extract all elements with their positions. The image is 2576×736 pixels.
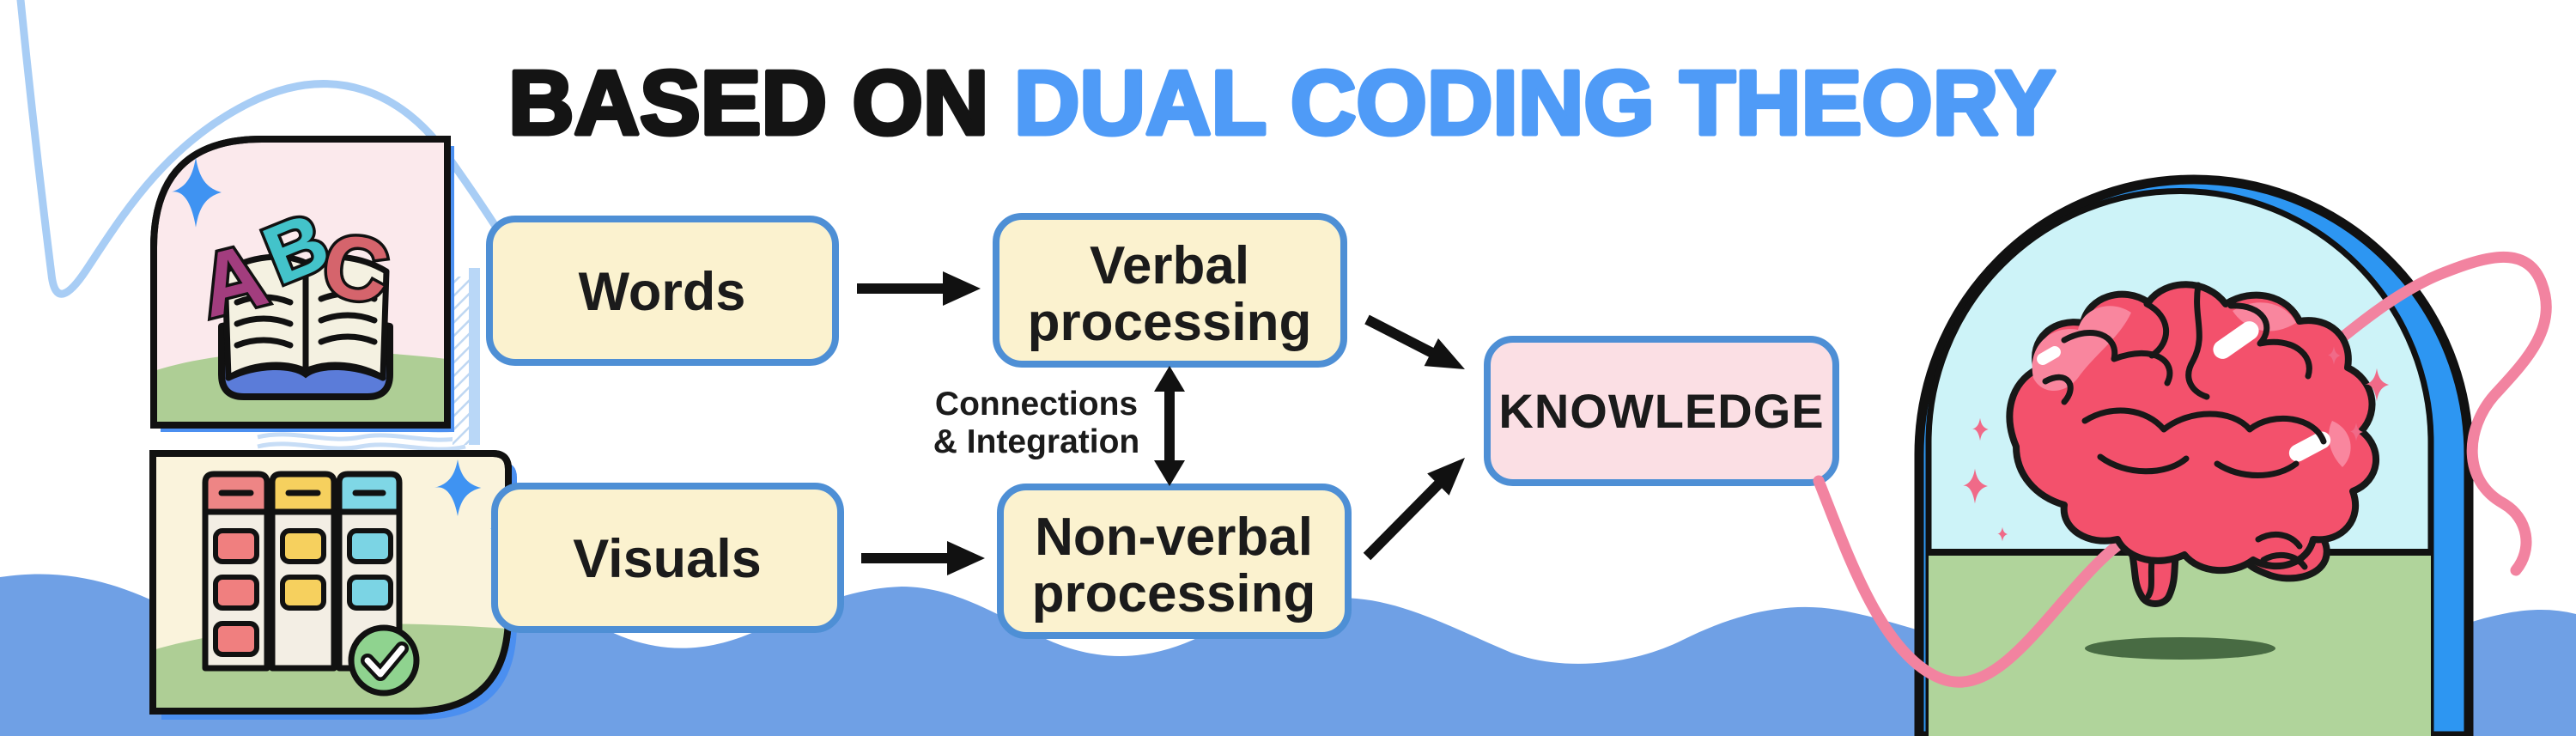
flow-diagram: Words Verbal processing Visuals Non-verb…	[486, 213, 1839, 639]
knowledge-label: KNOWLEDGE	[1498, 384, 1824, 438]
words-box	[486, 216, 839, 366]
words-label: Words	[579, 262, 746, 322]
page-title: BASED ON DUAL CODING THEORY	[508, 52, 2056, 154]
nonverbal-label-line1: Non-verbal	[1035, 508, 1313, 567]
visuals-box	[491, 483, 844, 633]
book-illustration-card: A B C	[150, 136, 454, 432]
connections-label-line1: Connections	[935, 386, 1138, 423]
kanban-illustration-card	[149, 450, 517, 720]
knowledge-box	[1484, 336, 1839, 486]
book-card-border	[150, 136, 451, 429]
kanban-board-icon	[202, 471, 420, 696]
visuals-label: Visuals	[573, 529, 762, 589]
brain-icon	[2006, 281, 2380, 607]
verbal-label-line1: Verbal	[1090, 236, 1249, 295]
nonverbal-label-line2: processing	[1032, 564, 1316, 623]
verbal-processing-box	[993, 213, 1347, 368]
connections-label-line2: & Integration	[933, 423, 1140, 460]
pink-squiggle-line	[1813, 251, 2552, 688]
blue-bar-decor	[469, 268, 480, 445]
verbal-label-line2: processing	[1028, 293, 1312, 352]
brain-shadow	[2085, 637, 2275, 660]
title-prefix: BASED ON	[508, 52, 1014, 154]
flow-arrows	[857, 271, 1465, 575]
kanban-card-border	[149, 450, 512, 715]
letter-c: C	[317, 215, 395, 322]
nonverbal-processing-box	[997, 484, 1352, 639]
open-book-icon: A B C	[186, 192, 398, 400]
title-highlight: DUAL CODING THEORY	[1014, 52, 2056, 154]
hatch-band-decor	[453, 277, 469, 445]
